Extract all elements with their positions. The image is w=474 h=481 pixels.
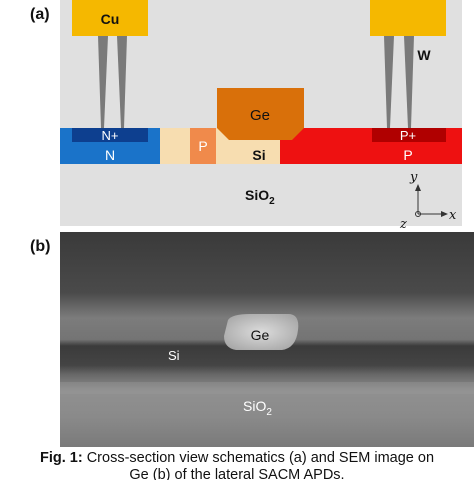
panel-b-sem-image: Ge Si SiO2: [60, 232, 474, 447]
caption-fig-label: Fig. 1:: [39, 450, 83, 466]
p-charge-label: P: [198, 138, 207, 154]
p-label: P: [403, 147, 412, 163]
sio2-label-main: SiO: [245, 187, 269, 203]
panel-b-label: (b): [30, 238, 51, 255]
panel-a-schematic: Cu W N+ N P P+ P Ge Si SiO2 y x z: [60, 0, 462, 230]
cu-label: Cu: [101, 11, 120, 27]
caption-text-1: Cross-section view schematics (a) and SE…: [82, 450, 435, 466]
z-axis-label: z: [399, 217, 407, 230]
cu-contact-right: [370, 0, 446, 36]
caption-line-2: Ge (b) of the lateral SACM APDs.: [129, 467, 345, 480]
w-via-left-1: [98, 36, 108, 128]
figure-caption: Fig. 1: Cross-section view schematics (a…: [0, 450, 474, 481]
ge-label: Ge: [250, 107, 270, 124]
sem-light-band: [60, 382, 474, 394]
si-label: Si: [252, 147, 265, 163]
cu-contact-left: [72, 0, 148, 36]
ge-absorber: [217, 88, 304, 140]
n-plus-region: [72, 128, 148, 142]
w-via-right-2: [404, 36, 414, 128]
n-label: N: [105, 147, 115, 163]
sem-sio2-main: SiO: [243, 398, 266, 414]
x-axis-label: x: [449, 208, 457, 223]
panel-a-label: (a): [30, 6, 50, 23]
w-via-left-2: [117, 36, 127, 128]
sio2-label: SiO2: [245, 187, 275, 207]
sem-sio2-sub: 2: [266, 407, 272, 418]
p-charge-region: [190, 128, 216, 164]
p-plus-region: [372, 128, 446, 142]
p-plus-label: P+: [400, 128, 416, 143]
n-plus-label: N+: [102, 128, 119, 143]
sio2-label-sub: 2: [269, 196, 275, 207]
y-axis-label: y: [409, 170, 418, 185]
sem-sio2-label: SiO2: [243, 398, 272, 418]
caption-line-1: Fig. 1: Cross-section view schematics (a…: [40, 450, 434, 466]
w-via-right-1: [384, 36, 394, 128]
sem-ge-label: Ge: [251, 327, 270, 343]
sem-ge-crystal: [224, 314, 299, 350]
w-label: W: [417, 47, 431, 63]
axes-icon: [415, 184, 448, 217]
sem-si-label: Si: [168, 348, 180, 363]
